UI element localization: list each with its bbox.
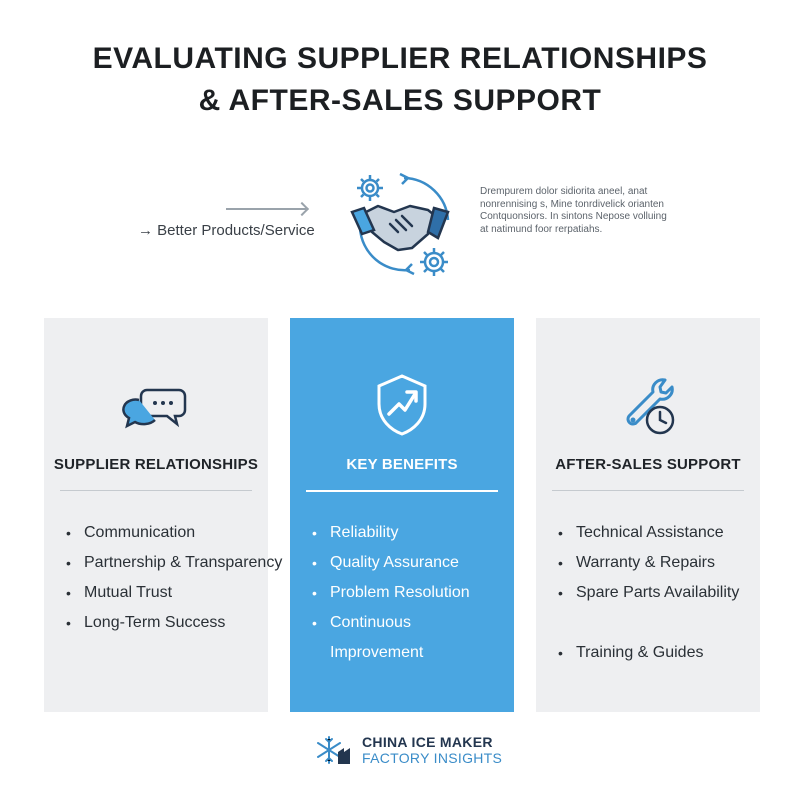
list-item: Training & Guides: [558, 638, 739, 668]
list-item: Improvement: [330, 644, 424, 661]
divider: [60, 490, 252, 491]
card-list: Communication Partnership & Transparency…: [44, 518, 282, 638]
list-item: Communication: [66, 518, 282, 548]
list-item: Spare Parts Availability: [558, 578, 739, 608]
hero-note-line: nonrennising s, Mine tonrdivelick oriant…: [480, 198, 664, 210]
hero-section: → Better Products/Service Drempurem dolo…: [0, 150, 800, 300]
list-item: Partnership & Transparency: [66, 548, 282, 578]
hero-note: Drempurem dolor sidiorita aneel, anat no…: [480, 186, 690, 236]
after-sales-support-card: AFTER-SALES SUPPORT Technical Assistance…: [536, 318, 760, 712]
brand-tagline: FACTORY INSIGHTS: [362, 750, 503, 766]
card-heading: AFTER-SALES SUPPORT: [555, 456, 741, 473]
handshake-gears-icon: [350, 172, 450, 276]
snowflake-factory-icon: [317, 736, 350, 764]
title-line-1: EVALUATING SUPPLIER RELATIONSHIPS: [92, 42, 708, 75]
card-heading: KEY BENEFITS: [346, 456, 458, 473]
hero-note-line: Drempurem dolor sidiorita aneel, anat: [480, 186, 648, 197]
hero-caption: → Better Products/Service: [138, 222, 315, 239]
list-item: Reliability: [312, 518, 470, 548]
list-item: Mutual Trust: [66, 578, 282, 608]
card-list: Reliability Quality Assurance Problem Re…: [290, 518, 470, 668]
shield-arrow-icon: [377, 374, 427, 436]
divider: [552, 490, 744, 491]
chat-bubbles-icon: [122, 388, 187, 429]
wrench-clock-icon: [626, 378, 675, 435]
brand-name: CHINA ICE MAKER: [362, 734, 493, 750]
key-benefits-card: KEY BENEFITS Reliability Quality Assuran…: [290, 318, 514, 712]
brand-logo: CHINA ICE MAKER FACTORY INSIGHTS: [316, 734, 502, 766]
title-line-2: & AFTER-SALES SUPPORT: [198, 84, 602, 117]
list-item: Long-Term Success: [66, 608, 282, 638]
supplier-relationships-card: SUPPLIER RELATIONSHIPS Communication Par…: [44, 318, 282, 712]
list-item: Technical Assistance: [558, 518, 739, 548]
page-title: EVALUATING SUPPLIER RELATIONSHIPS & AFTE…: [0, 38, 800, 122]
list-item: Quality Assurance: [312, 548, 470, 578]
hero-note-line: Contquonsiors. In sintons Nepose volluin…: [480, 211, 667, 222]
arrow-icon: [226, 208, 306, 210]
list-item: Warranty & Repairs: [558, 548, 739, 578]
divider: [306, 490, 498, 492]
list-item: Problem Resolution: [312, 578, 470, 608]
list-item: Continuous: [312, 608, 470, 638]
card-list: Technical Assistance Warranty & Repairs …: [536, 518, 739, 668]
card-heading: SUPPLIER RELATIONSHIPS: [53, 456, 259, 473]
hero-note-line: at natimund foor rerpatiahs.: [480, 223, 603, 235]
